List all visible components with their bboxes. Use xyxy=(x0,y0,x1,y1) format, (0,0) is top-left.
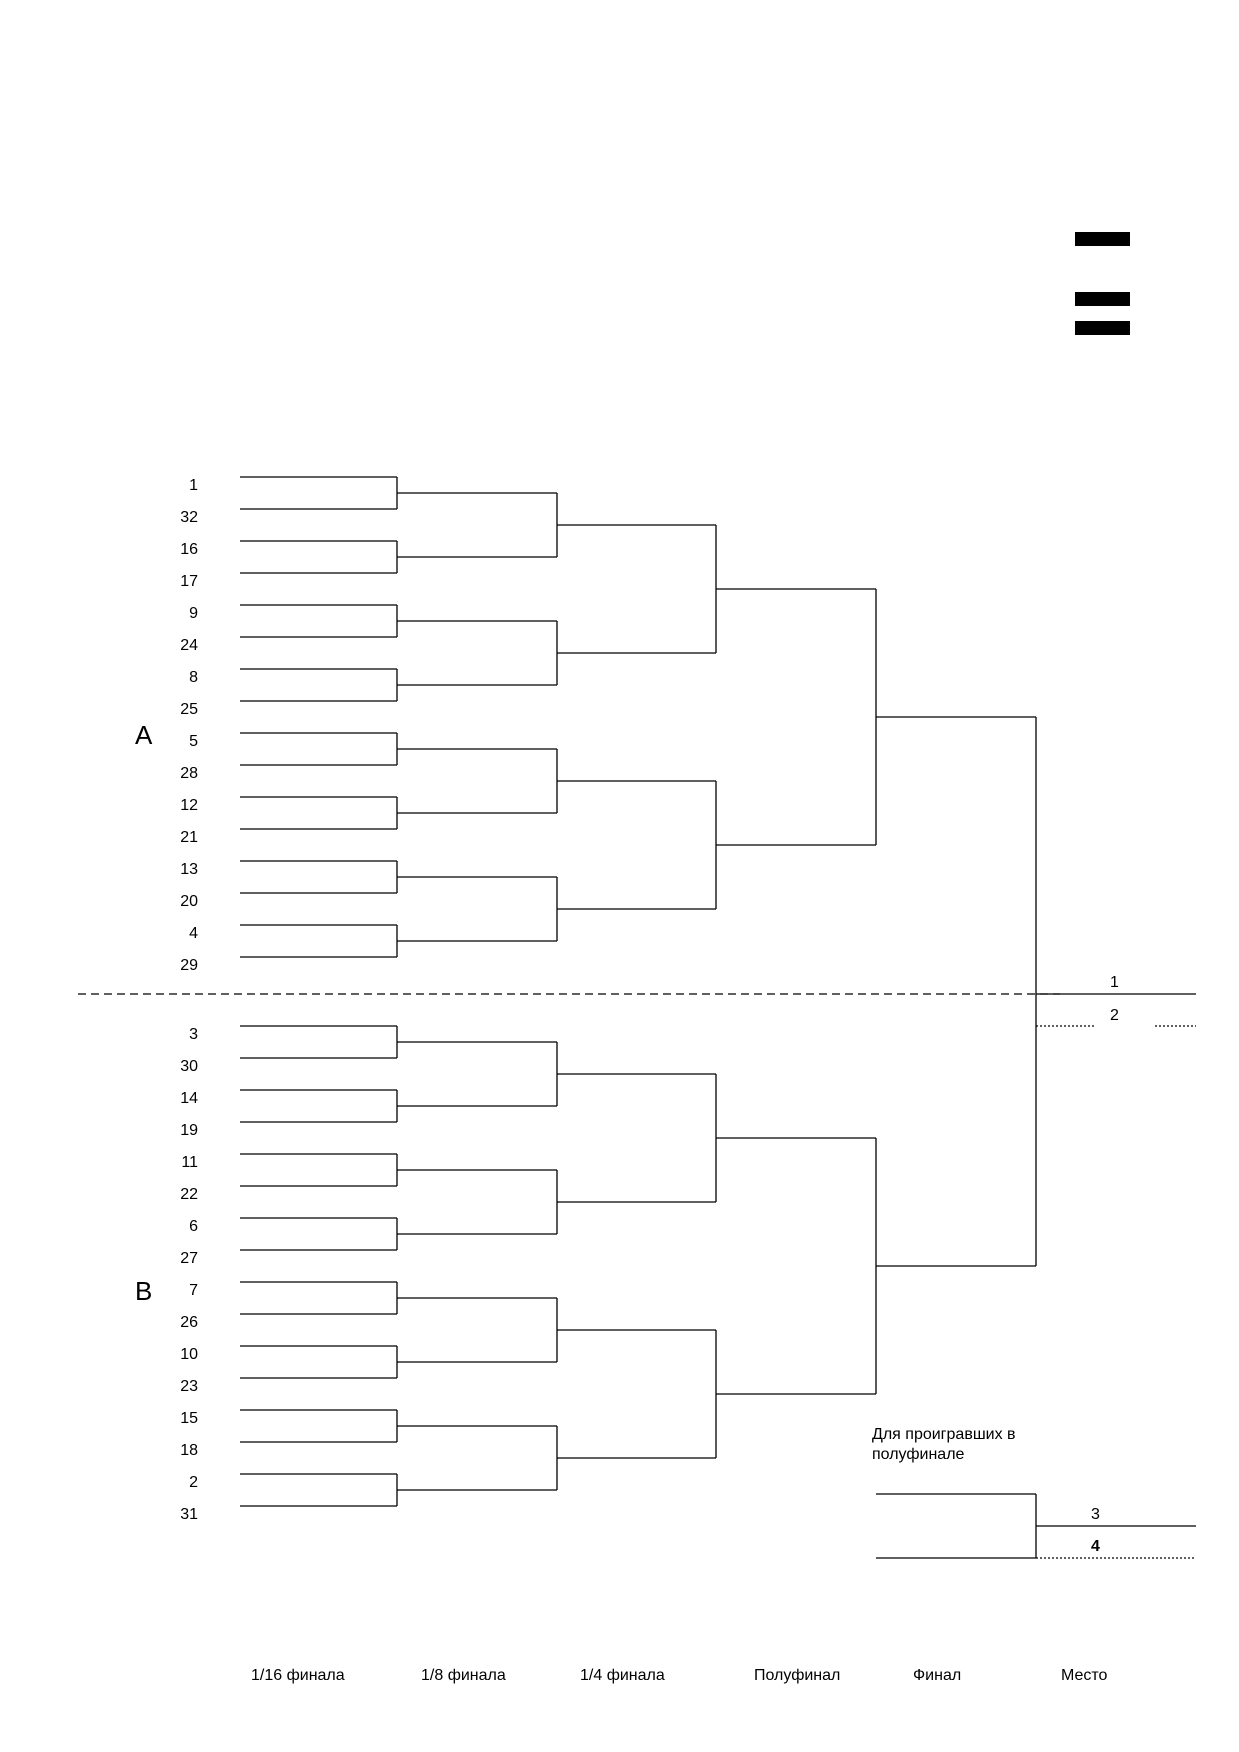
logo-bar-middle xyxy=(1075,292,1130,306)
seed-label: 10 xyxy=(180,1346,198,1363)
seed-label: 3 xyxy=(189,1026,198,1043)
seed-label: 17 xyxy=(180,573,198,590)
seed-label: 8 xyxy=(189,669,198,686)
column-quarterfinal: 1/4 финала xyxy=(580,1667,665,1684)
seed-label: 4 xyxy=(189,925,198,942)
place-1-label: 1 xyxy=(1110,974,1119,991)
group-label-a: A xyxy=(135,720,153,750)
seed-label: 15 xyxy=(180,1410,198,1427)
seed-label: 26 xyxy=(180,1314,198,1331)
seed-label: 1 xyxy=(189,477,198,494)
third-place-caption-line1: Для проигравших в xyxy=(872,1426,1016,1443)
seed-label: 12 xyxy=(180,797,198,814)
seed-label: 16 xyxy=(180,541,198,558)
logo-marks xyxy=(1075,232,1130,335)
seed-label: 18 xyxy=(180,1442,198,1459)
seed-label: 31 xyxy=(180,1506,198,1523)
column-semifinal: Полуфинал xyxy=(754,1667,840,1684)
column-round-of-32: 1/16 финала xyxy=(251,1667,345,1684)
bracket-lines xyxy=(240,476,1037,1507)
seed-label: 11 xyxy=(181,1154,198,1171)
seed-label: 13 xyxy=(180,861,198,878)
column-place: Место xyxy=(1061,1667,1108,1684)
place-3-label: 3 xyxy=(1091,1506,1100,1523)
seed-label: 9 xyxy=(189,605,198,622)
column-round-of-16: 1/8 финала xyxy=(421,1667,506,1684)
seed-label: 29 xyxy=(180,957,198,974)
logo-bar-bottom xyxy=(1075,321,1130,335)
seed-label: 28 xyxy=(180,765,198,782)
column-final: Финал xyxy=(913,1667,961,1684)
seed-label: 30 xyxy=(180,1058,198,1075)
seed-label: 14 xyxy=(180,1090,198,1107)
seed-label: 6 xyxy=(189,1218,198,1235)
seed-labels: 1321617924825528122113204293301419112262… xyxy=(180,477,198,1523)
seed-label: 25 xyxy=(180,701,198,718)
seed-label: 7 xyxy=(189,1282,198,1299)
seed-label: 32 xyxy=(180,509,198,526)
group-label-b: B xyxy=(135,1276,152,1306)
seed-label: 27 xyxy=(180,1250,198,1267)
seed-label: 23 xyxy=(180,1378,198,1395)
seed-label: 5 xyxy=(189,733,198,750)
seed-label: 20 xyxy=(180,893,198,910)
seed-label: 24 xyxy=(180,637,198,654)
seed-label: 19 xyxy=(180,1122,198,1139)
seed-label: 2 xyxy=(189,1474,198,1491)
third-place-caption-line2: полуфинале xyxy=(872,1446,965,1463)
logo-bar-top xyxy=(1075,232,1130,246)
place-2-label: 2 xyxy=(1110,1007,1119,1024)
seed-label: 21 xyxy=(180,829,198,846)
seed-label: 22 xyxy=(180,1186,198,1203)
place-4-label: 4 xyxy=(1091,1538,1100,1555)
